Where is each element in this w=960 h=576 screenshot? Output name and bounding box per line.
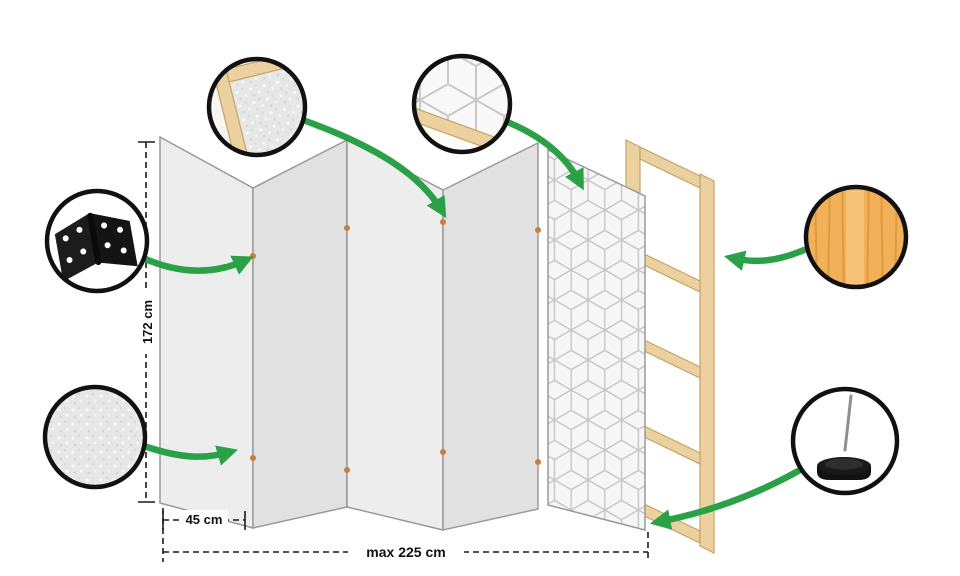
arrow-hinge <box>139 254 254 275</box>
pine-wood-icon <box>808 189 904 285</box>
arrow-corner <box>299 116 447 219</box>
arrow-fabric <box>140 442 238 466</box>
callout-corner <box>206 56 308 158</box>
patterned-panel <box>547 148 646 531</box>
callout-fabric <box>42 384 148 490</box>
frame-rung-2 <box>639 337 701 379</box>
panel-4 <box>442 141 539 531</box>
dimension-panel-width: 45 cm <box>162 510 246 530</box>
folding-panels <box>159 135 646 531</box>
panel-2 <box>252 138 348 529</box>
hinge-pin-icon <box>440 449 446 455</box>
callout-pattern <box>411 53 513 155</box>
frame-top-rail <box>639 146 701 189</box>
frame-right-rail <box>699 173 715 554</box>
panel-1 <box>159 135 254 529</box>
foot-pad-icon <box>817 394 871 480</box>
panel-3 <box>346 138 444 531</box>
arrow-foot <box>649 466 804 530</box>
callout-arrows <box>139 116 808 530</box>
fabric-texture-icon <box>47 389 143 485</box>
callout-wood <box>803 184 909 290</box>
height-dimension-label: 172 cm <box>140 300 155 344</box>
hinge-pin-icon <box>535 459 541 465</box>
arrow-wood <box>723 246 808 271</box>
arrow-pattern <box>501 117 584 191</box>
hinge-pin-icon <box>535 227 541 233</box>
hinge-icon <box>54 212 138 282</box>
hinge-pin-icon <box>250 455 256 461</box>
hinge-pin-icon <box>344 225 350 231</box>
callout-hinge <box>44 188 150 294</box>
max-width-dimension-label: max 225 cm <box>366 544 445 560</box>
hinge-pin-icon <box>250 253 256 259</box>
hinge-pin-icon <box>344 467 350 473</box>
hinge-pin-icon <box>440 219 446 225</box>
frame-rung-3 <box>639 423 701 465</box>
frame-rung-1 <box>639 251 701 293</box>
callout-foot <box>790 386 900 496</box>
panel-width-dimension-label: 45 cm <box>186 512 223 527</box>
dimension-max-width: max 225 cm <box>162 508 649 562</box>
